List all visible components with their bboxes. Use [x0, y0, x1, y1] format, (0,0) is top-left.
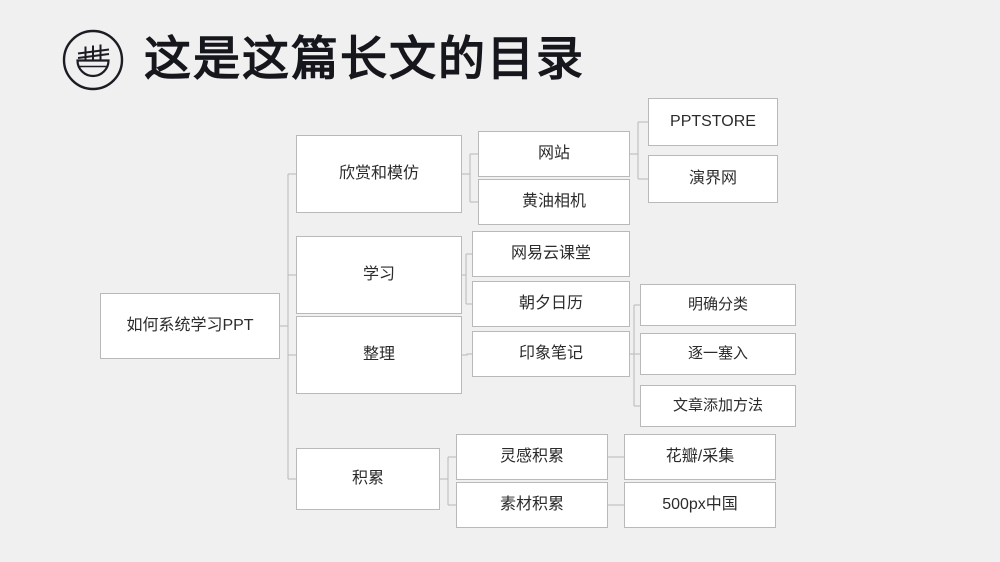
slide-header: 这是这篇长文的目录 [62, 20, 585, 100]
node-level4-article-adding-method[interactable]: 文章添加方法 [640, 385, 796, 427]
node-level4-clear-classification[interactable]: 明确分类 [640, 284, 796, 326]
node-level3-website[interactable]: 网站 [478, 131, 630, 177]
page-title: 这是这篇长文的目录 [144, 33, 585, 86]
node-root[interactable]: 如何系统学习PPT [100, 293, 280, 359]
node-level2-study[interactable]: 学习 [296, 236, 462, 314]
node-level2-organize[interactable]: 整理 [296, 316, 462, 394]
node-level3-inspiration-accumulation[interactable]: 灵感积累 [456, 434, 608, 480]
node-level4-500px-china[interactable]: 500px中国 [624, 482, 776, 528]
node-level3-butter-camera[interactable]: 黄油相机 [478, 179, 630, 225]
node-level2-appreciate-imitate[interactable]: 欣赏和模仿 [296, 135, 462, 213]
node-level4-yanjiewang[interactable]: 演界网 [648, 155, 778, 203]
node-level4-pptstore[interactable]: PPTSTORE [648, 98, 778, 146]
noodle-bowl-circle-icon [62, 29, 124, 91]
node-level3-netease-cloud-classroom[interactable]: 网易云课堂 [472, 231, 630, 277]
node-level3-material-accumulation[interactable]: 素材积累 [456, 482, 608, 528]
node-level4-stuff-one-by-one[interactable]: 逐一塞入 [640, 333, 796, 375]
node-level3-zhaoxi-calendar[interactable]: 朝夕日历 [472, 281, 630, 327]
node-level3-evernote[interactable]: 印象笔记 [472, 331, 630, 377]
node-level2-accumulate[interactable]: 积累 [296, 448, 440, 510]
node-level4-huaban-caiji[interactable]: 花瓣/采集 [624, 434, 776, 480]
